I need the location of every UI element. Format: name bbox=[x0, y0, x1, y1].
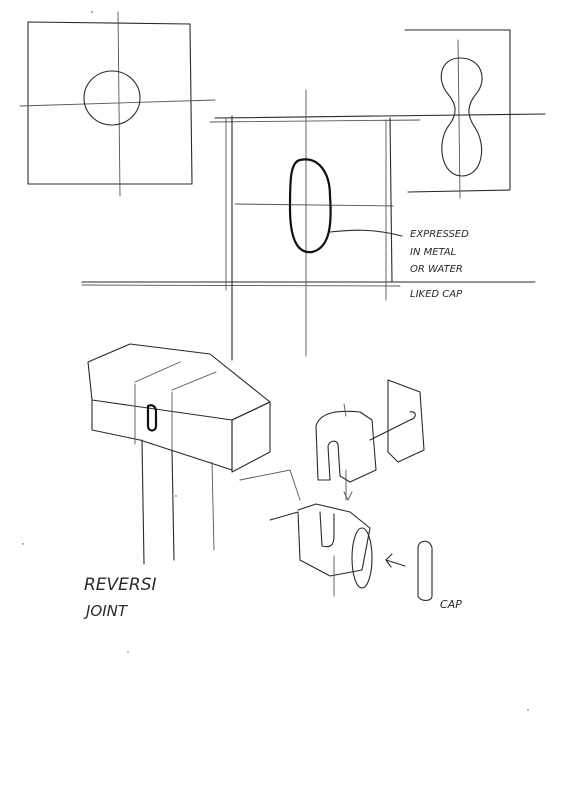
note-line-1: EXPRESSED bbox=[410, 229, 469, 240]
cap-label-group: CAP bbox=[440, 598, 462, 611]
paper-specks bbox=[22, 11, 529, 711]
note-leader bbox=[329, 229, 403, 237]
beam-joint-isometric bbox=[87, 343, 271, 565]
reference-lines bbox=[81, 113, 546, 287]
expressed-note: EXPRESSED IN METAL OR WATER LIKED CAP bbox=[410, 229, 469, 300]
note-line-3: OR WATER bbox=[410, 264, 463, 275]
hourglass-section bbox=[404, 29, 511, 199]
joint-title-line-1: REVERSI bbox=[84, 575, 157, 595]
joint-title-line-2: JOINT bbox=[83, 602, 129, 620]
hatched-oval-section bbox=[288, 158, 332, 254]
exploded-connector bbox=[239, 379, 433, 602]
joint-title: REVERSI JOINT bbox=[83, 575, 157, 620]
cap-label: CAP bbox=[440, 598, 462, 611]
note-line-4: LIKED CAP bbox=[410, 289, 463, 300]
note-line-2: IN METAL bbox=[410, 247, 456, 258]
section-frame bbox=[225, 89, 393, 361]
plan-square-circle bbox=[19, 11, 216, 197]
